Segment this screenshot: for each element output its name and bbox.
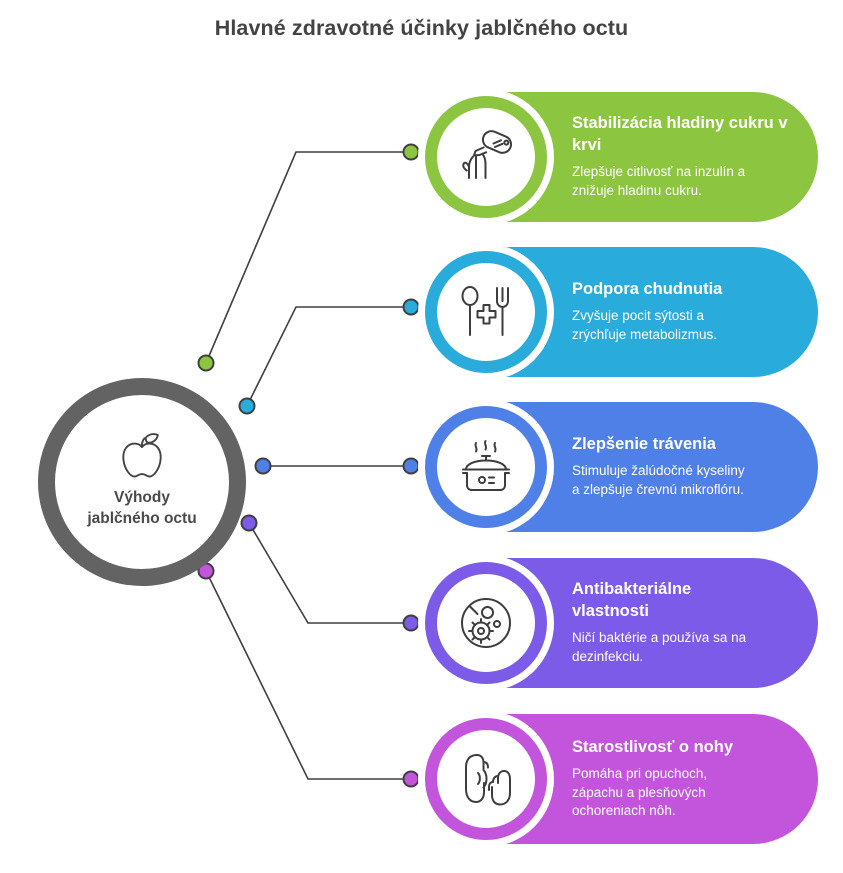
center-hub-label-line1: Výhody [114,489,170,507]
card-desc-line2: dezinfekciu. [572,648,644,664]
card-title: Zlepšenie trávenia [572,435,716,454]
cooking-pot-icon [455,439,517,495]
connector-line-4 [248,522,411,624]
card-title: Antibakteriálne vlastnosti [572,580,692,621]
benefit-card-digestion[interactable]: Zlepšenie trávenia Stimuluje žalúdočné k… [418,399,818,535]
connector-dot-card-4 [402,614,420,632]
apple-icon [114,431,170,481]
card-desc-line2: zrýchľuje metabolizmus. [572,326,717,342]
card-desc-line1: Stimuluje žalúdočné kyseliny [572,463,745,479]
center-hub-label-line2: jablčného octu [87,509,197,527]
page-title: Hlavné zdravotné účinky jablčného octu [214,16,629,40]
card-desc-line1: Zlepšuje citlivosť na inzulín a [572,164,746,180]
card-description: Pomáha pri opuchoch, zápachu a plesňovýc… [572,765,812,821]
icon-bubble-digestion [425,406,547,528]
card-desc-line1: Ničí baktérie a používa sa na [572,630,747,646]
card-text-digestion: Zlepšenie trávenia Stimuluje žalúdočné k… [572,402,812,532]
card-title: Podpora chudnutia [572,280,723,299]
center-hub: Výhody jablčného octu [38,378,246,586]
benefit-card-blood-sugar[interactable]: Stabilizácia hladiny cukru v krvi Zlepšu… [418,89,818,225]
card-text-weight-loss: Podpora chudnutia Zvyšuje pocit sýtosti … [572,247,802,377]
card-desc-line1: Zvyšuje pocit sýtosti a [572,308,705,324]
card-text-blood-sugar: Stabilizácia hladiny cukru v krvi Zlepšu… [572,92,800,222]
connector-dot-card-5 [402,770,420,788]
center-hub-label: Výhody jablčného octu [67,488,217,529]
card-desc-line2: a zlepšuje črevnú mikroflóru. [572,481,744,497]
connector-dot-hub-4 [240,514,258,532]
connector-dot-hub-3 [254,457,272,475]
connector-line-5 [205,570,411,780]
card-description: Stimuluje žalúdočné kyseliny a zlepšuje … [572,462,812,499]
card-description: Zlepšuje citlivosť na inzulín a znižuje … [572,163,800,200]
connector-dot-hub-2 [238,397,256,415]
icon-bubble-foot-care [425,718,547,840]
card-desc-line2: zápachu a plesňových [572,784,706,800]
icon-bubble-blood-sugar [425,96,547,218]
card-description: Ničí baktérie a používa sa na dezinfekci… [572,629,800,666]
icon-bubble-antibacterial [425,562,547,684]
connector-dot-card-2 [402,298,420,316]
foot-care-icon [457,749,515,809]
bacteria-petri-dish-icon [457,594,515,652]
card-desc-line2: znižuje hladinu cukru. [572,182,702,198]
connector-dot-card-1 [402,143,420,161]
card-desc-line3: ochoreniach nôh. [572,803,676,819]
connector-dot-hub-1 [197,354,215,372]
cutlery-cross-icon [456,283,516,341]
connector-dot-card-3 [402,457,420,475]
glucose-meter-icon [455,128,517,186]
icon-bubble-weight-loss [425,251,547,373]
benefit-card-antibacterial[interactable]: Antibakteriálne vlastnosti Ničí baktérie… [418,555,818,691]
benefit-card-foot-care[interactable]: Starostlivosť o nohy Pomáha pri opuchoch… [418,711,818,847]
card-text-antibacterial: Antibakteriálne vlastnosti Ničí baktérie… [572,558,800,688]
benefit-card-weight-loss[interactable]: Podpora chudnutia Zvyšuje pocit sýtosti … [418,244,818,380]
card-title: Starostlivosť o nohy [572,738,734,757]
card-title: Stabilizácia hladiny cukru v krvi [572,114,788,155]
connector-line-2 [246,306,411,407]
card-description: Zvyšuje pocit sýtosti a zrýchľuje metabo… [572,307,802,344]
card-desc-line1: Pomáha pri opuchoch, [572,766,708,782]
connector-line-1 [205,151,411,364]
card-text-foot-care: Starostlivosť o nohy Pomáha pri opuchoch… [572,714,812,844]
